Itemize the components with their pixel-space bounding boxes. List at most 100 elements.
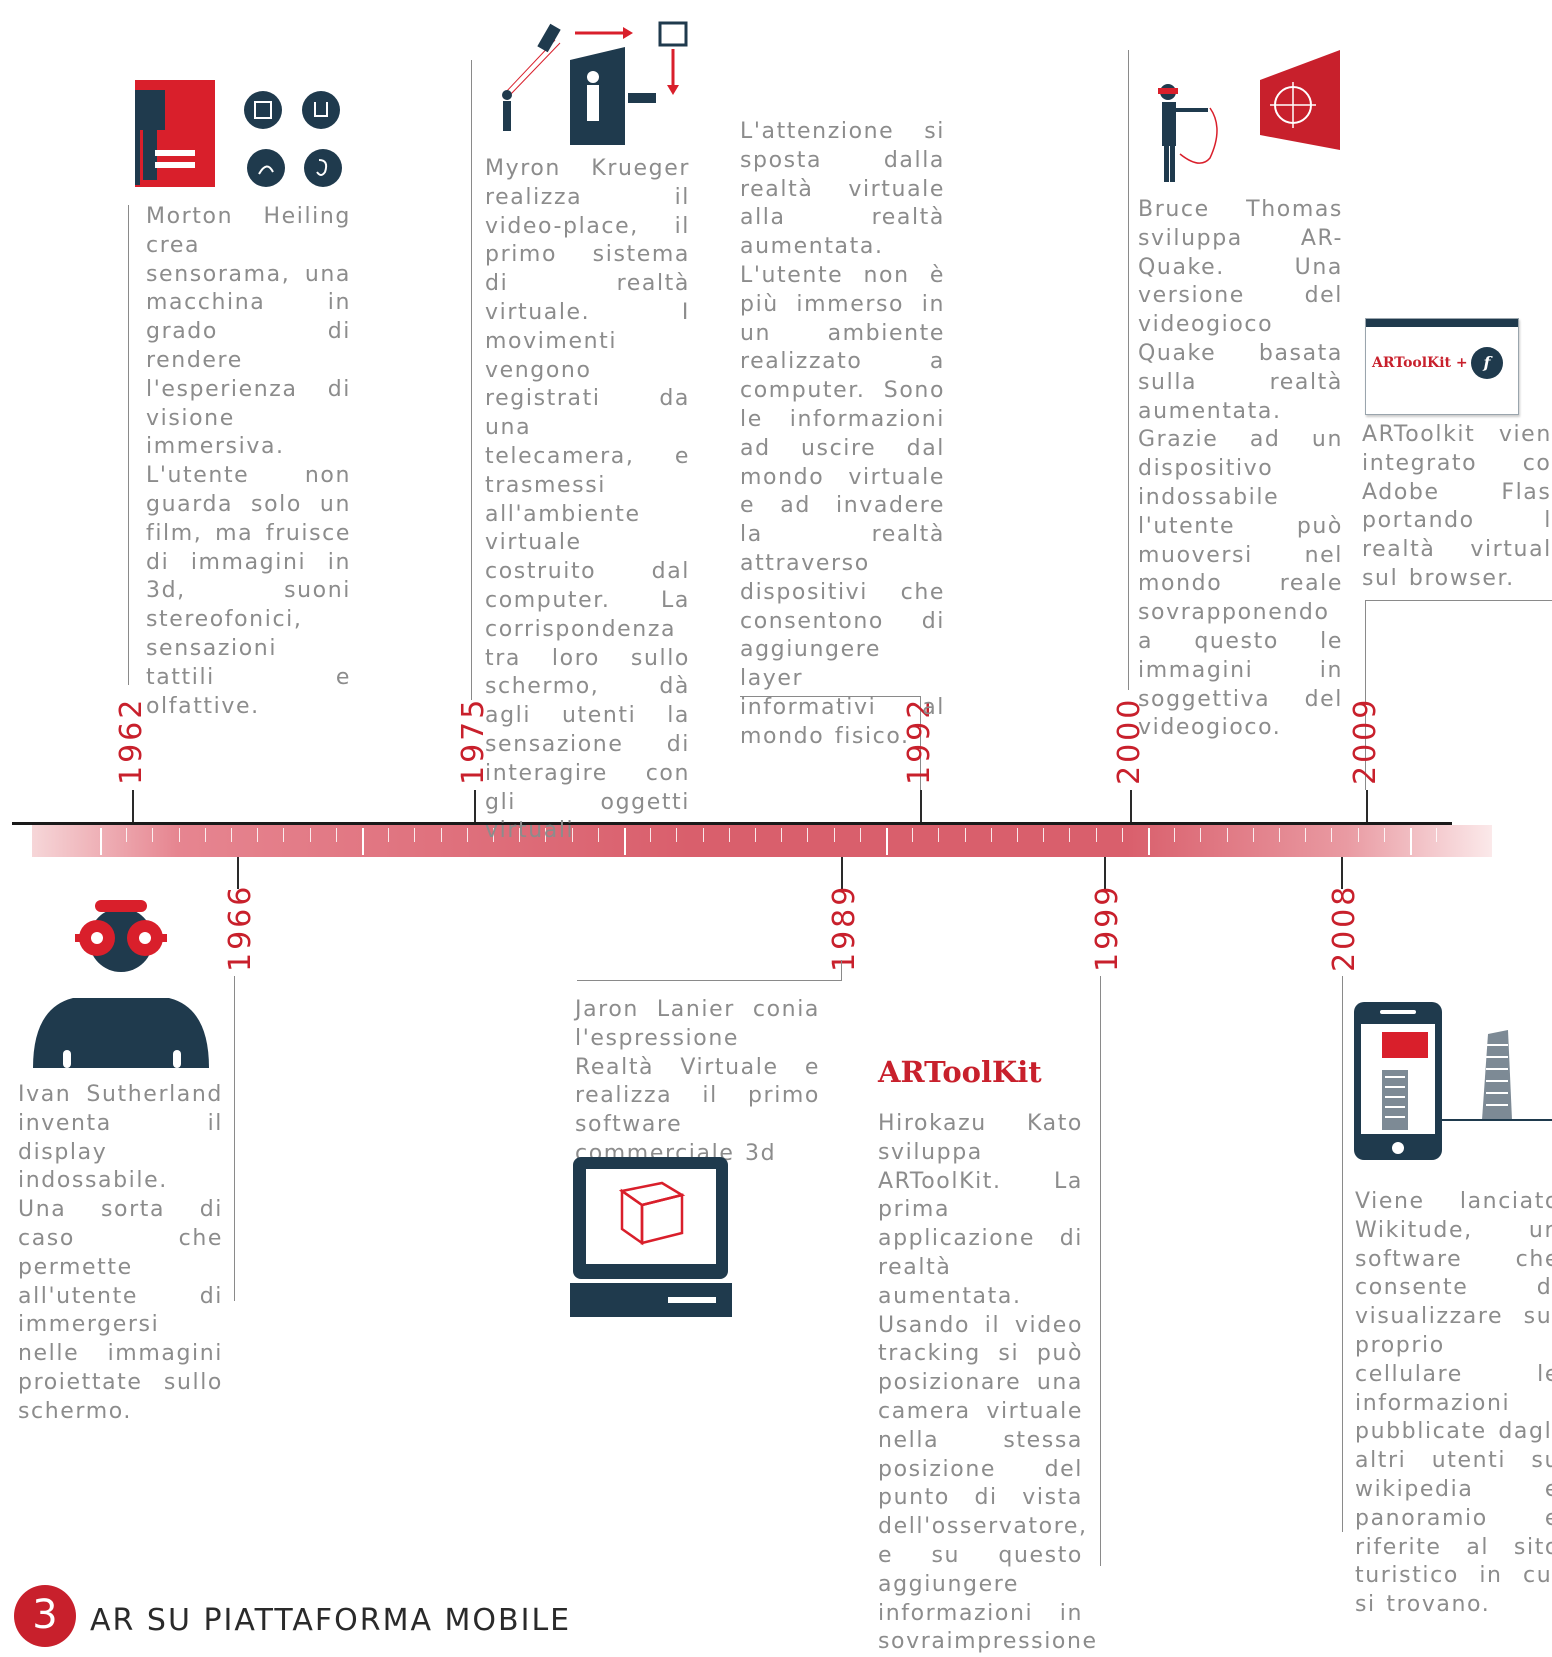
timeline-tick <box>1043 828 1045 842</box>
timeline-tick <box>362 828 364 855</box>
timeline-tick <box>964 828 966 842</box>
flash-icon: f <box>1471 347 1503 379</box>
event-1962-year: 1962 <box>114 696 149 785</box>
wikitude-phone-icon <box>1354 1002 1552 1160</box>
event-1989-year: 1989 <box>827 883 862 972</box>
timeline-tick <box>283 828 285 842</box>
timeline-tick <box>152 828 154 842</box>
timeline-tick <box>990 828 992 842</box>
arquake-icon <box>1158 50 1340 182</box>
event-1992-stem <box>920 790 922 822</box>
event-2008-year: 2008 <box>1327 883 1362 972</box>
timeline-tick <box>1305 828 1307 842</box>
timeline-tick <box>912 828 914 842</box>
computer-3d-icon <box>570 1157 732 1317</box>
timeline-tick <box>650 828 652 842</box>
timeline-tick <box>1121 828 1123 842</box>
timeline-tick <box>519 828 521 842</box>
timeline-tick <box>414 828 416 842</box>
event-1962-guide <box>128 205 129 685</box>
section-number-badge: 3 <box>14 1585 76 1647</box>
event-1989-rule <box>577 980 842 981</box>
timeline-tick <box>1331 828 1333 842</box>
timeline-tick <box>335 828 337 842</box>
event-1962-stem <box>132 790 134 822</box>
timeline-tick <box>1410 828 1412 855</box>
timeline-tick <box>100 828 102 855</box>
window-titlebar <box>1366 319 1518 327</box>
event-1966-year: 1966 <box>223 883 258 972</box>
artoolkit-flash-label: ARToolKit + <box>1372 355 1468 371</box>
timeline-tick <box>545 828 547 842</box>
timeline-tick <box>1436 828 1438 842</box>
event-1999-guide <box>1100 976 1101 1566</box>
artoolkit-flash-window: ARToolKit + f <box>1365 318 1519 415</box>
timeline-tick <box>388 828 390 842</box>
event-2008-stem <box>1341 857 1343 889</box>
event-2000-stem <box>1130 790 1132 822</box>
event-1999-year: 1999 <box>1090 883 1125 972</box>
event-2009-stem <box>1366 790 1368 822</box>
timeline-tick <box>309 828 311 842</box>
timeline-tick <box>257 828 259 842</box>
timeline-tick <box>1148 828 1150 855</box>
event-2008-text: Viene lanciato Wikitude, un software che… <box>1355 1189 1552 1618</box>
event-2009-top-rule <box>1365 600 1552 601</box>
timeline-tick <box>859 828 861 842</box>
artoolkit-flash-text: ARToolKit + <box>1372 355 1468 371</box>
timeline-tick <box>1226 828 1228 842</box>
event-1975-stem <box>474 790 476 822</box>
timeline-tick <box>833 828 835 842</box>
event-1966-text: Ivan Sutherland inventa il display indos… <box>18 1082 223 1424</box>
event-1989-stem <box>841 857 843 889</box>
event-2009-text: ARToolkit viene integrato con Adobe Flas… <box>1362 422 1552 591</box>
timeline-tick <box>807 828 809 842</box>
videoplace-icon <box>502 21 688 145</box>
timeline-axis <box>12 822 1452 825</box>
timeline-tick <box>231 828 232 842</box>
timeline-tick <box>938 828 940 842</box>
event-1999-text: Hirokazu Kato sviluppa ARToolKit. La pri… <box>878 1111 1098 1655</box>
event-1975-text: Myron Krueger realizza il video-place, i… <box>485 156 690 844</box>
timeline-tick <box>676 828 678 842</box>
timeline-tick <box>493 828 494 842</box>
event-1989-guide <box>841 960 842 980</box>
timeline-tick <box>440 828 442 842</box>
event-2008-guide <box>1342 976 1343 1532</box>
event-2009-guide <box>1365 600 1366 790</box>
artoolkit-logo: ARToolKit <box>878 1055 1042 1089</box>
event-1992-guide <box>920 696 921 822</box>
timeline-tick <box>1200 828 1202 842</box>
event-1975-guide <box>471 60 472 700</box>
event-1966-stem <box>237 857 239 889</box>
section-title: AR SU PIATTAFORMA MOBILE <box>90 1603 572 1638</box>
event-1962-text: Morton Heiling crea sensorama, una macch… <box>146 204 351 719</box>
event-1966-guide <box>234 976 235 1301</box>
timeline-tick <box>1252 828 1254 842</box>
event-2000-text: Bruce Thomas sviluppa AR-Quake. Una vers… <box>1138 197 1343 741</box>
event-1992-underline <box>740 696 920 697</box>
event-1989-text: Jaron Lanier conia l'espressione Realtà … <box>575 997 820 1166</box>
timeline-tick <box>1095 828 1097 842</box>
event-1999-stem <box>1104 857 1106 889</box>
timeline-tick <box>624 828 626 855</box>
timeline-tick <box>1017 828 1018 842</box>
timeline-tick <box>571 828 573 842</box>
event-2000-guide <box>1128 50 1129 690</box>
event-2009-year: 2009 <box>1348 696 1383 785</box>
timeline-tick <box>1357 828 1359 842</box>
sensorama-icon <box>135 80 342 187</box>
timeline-tick <box>781 828 783 842</box>
timeline-tick <box>204 828 206 842</box>
hmd-person-icon <box>33 900 209 1068</box>
timeline-tick <box>1174 828 1176 842</box>
timeline-tick <box>126 828 128 842</box>
timeline-tick <box>1279 828 1280 842</box>
timeline-tick <box>597 828 599 842</box>
timeline-tick <box>702 828 704 842</box>
timeline-tick <box>755 828 756 842</box>
timeline-tick <box>466 828 468 842</box>
timeline-tick <box>1069 828 1071 842</box>
timeline-tick <box>1383 828 1385 842</box>
timeline-tick <box>178 828 180 842</box>
